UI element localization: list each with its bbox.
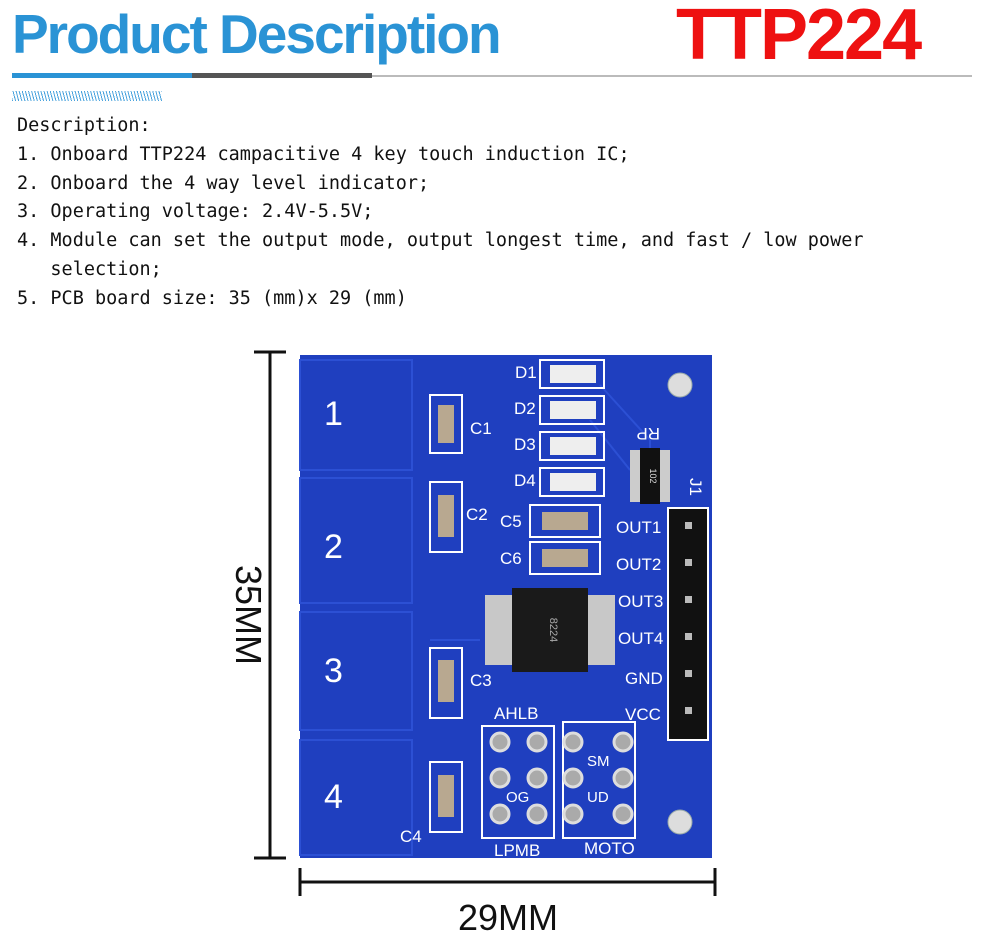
sm-label: SM <box>587 753 610 770</box>
pad-label: 3 <box>324 652 343 690</box>
d4-label: D4 <box>514 471 536 490</box>
jumper-hole[interactable] <box>489 767 511 789</box>
pad-label: 2 <box>324 528 343 566</box>
height-dimension-label: 35MM <box>228 565 269 665</box>
d2-label: D2 <box>514 399 536 418</box>
page-title: Product Description <box>12 3 502 65</box>
jumper-hole[interactable] <box>562 803 584 825</box>
width-dimension-label: 29MM <box>458 897 558 938</box>
jumper-hole[interactable] <box>612 803 634 825</box>
pin-label: OUT3 <box>618 592 663 611</box>
jumper-hole[interactable] <box>562 731 584 753</box>
c1-label: C1 <box>470 419 492 438</box>
c6-label: C6 <box>500 549 522 568</box>
j1-label: J1 <box>686 478 705 496</box>
jumper-holes[interactable] <box>489 522 692 825</box>
pin-label: OUT1 <box>616 518 661 537</box>
lpmb-label: LPMB <box>494 841 540 860</box>
jumper-hole[interactable] <box>562 767 584 789</box>
description-item: 2. Onboard the 4 way level indicator; <box>17 172 430 194</box>
header-pin <box>685 522 692 529</box>
pad-label: 4 <box>324 778 343 816</box>
description-item: 1. Onboard TTP224 campacitive 4 key touc… <box>17 143 630 165</box>
pin-label: VCC <box>625 705 661 724</box>
d1-label: D1 <box>515 363 537 382</box>
capacitors <box>429 394 601 833</box>
ud-label: UD <box>587 789 609 806</box>
c2-label: C2 <box>466 505 488 524</box>
jumper-hole[interactable] <box>612 731 634 753</box>
description-block: Description: 1. Onboard TTP224 campacitiv… <box>17 112 863 314</box>
jumper-hole[interactable] <box>526 731 548 753</box>
header-pin <box>685 670 692 677</box>
header-pin <box>685 707 692 714</box>
description-item: 5. PCB board size: 35 (mm)x 29 (mm) <box>17 287 407 309</box>
description-item: 3. Operating voltage: 2.4V-5.5V; <box>17 201 374 223</box>
dimension-lines <box>254 350 717 896</box>
ahlb-label: AHLB <box>494 704 538 723</box>
leds <box>539 359 605 497</box>
jumper-hole[interactable] <box>612 767 634 789</box>
model-name: TTP224 <box>676 0 922 75</box>
header-pin <box>685 596 692 603</box>
header-pin <box>685 633 692 640</box>
c4-label: C4 <box>400 827 422 846</box>
pad-label: 1 <box>324 395 343 433</box>
description-heading: Description: <box>17 115 151 136</box>
jumper-hole[interactable] <box>489 803 511 825</box>
chip-marking: 8224 <box>547 618 559 642</box>
component-labels: C1 C2 C3 C4 C5 C6 D1 D2 D3 D4 RP J1 OUT1… <box>400 363 705 860</box>
c5-label: C5 <box>500 512 522 531</box>
rp-value: 102 <box>648 468 658 483</box>
touch-pad-labels: 1 2 3 4 <box>324 395 343 816</box>
d3-label: D3 <box>514 435 536 454</box>
header-pin <box>685 559 692 566</box>
pin-label: OUT2 <box>616 555 661 574</box>
title-underline-blue <box>12 73 192 78</box>
title-underline-gray <box>372 75 972 77</box>
jumper-hole[interactable] <box>526 767 548 789</box>
og-label: OG <box>506 789 529 806</box>
jumper-hole[interactable] <box>489 731 511 753</box>
pin-label: GND <box>625 669 663 688</box>
mount-hole <box>667 809 693 835</box>
jumper-hole[interactable] <box>526 803 548 825</box>
hatch-decoration <box>12 91 162 101</box>
description-item: 4. Module can set the output mode, outpu… <box>17 230 864 252</box>
moto-label: MOTO <box>584 839 635 858</box>
c3-label: C3 <box>470 671 492 690</box>
ttp224-chip: 8224 <box>485 588 615 672</box>
resistor-array: 102 <box>630 448 670 504</box>
pin-header-j1[interactable] <box>667 507 709 741</box>
mount-hole <box>667 372 693 398</box>
pin-label: OUT4 <box>618 629 663 648</box>
title-underline-dark <box>192 73 372 78</box>
description-item: selection; <box>17 258 162 280</box>
rp-label: RP <box>636 424 660 443</box>
